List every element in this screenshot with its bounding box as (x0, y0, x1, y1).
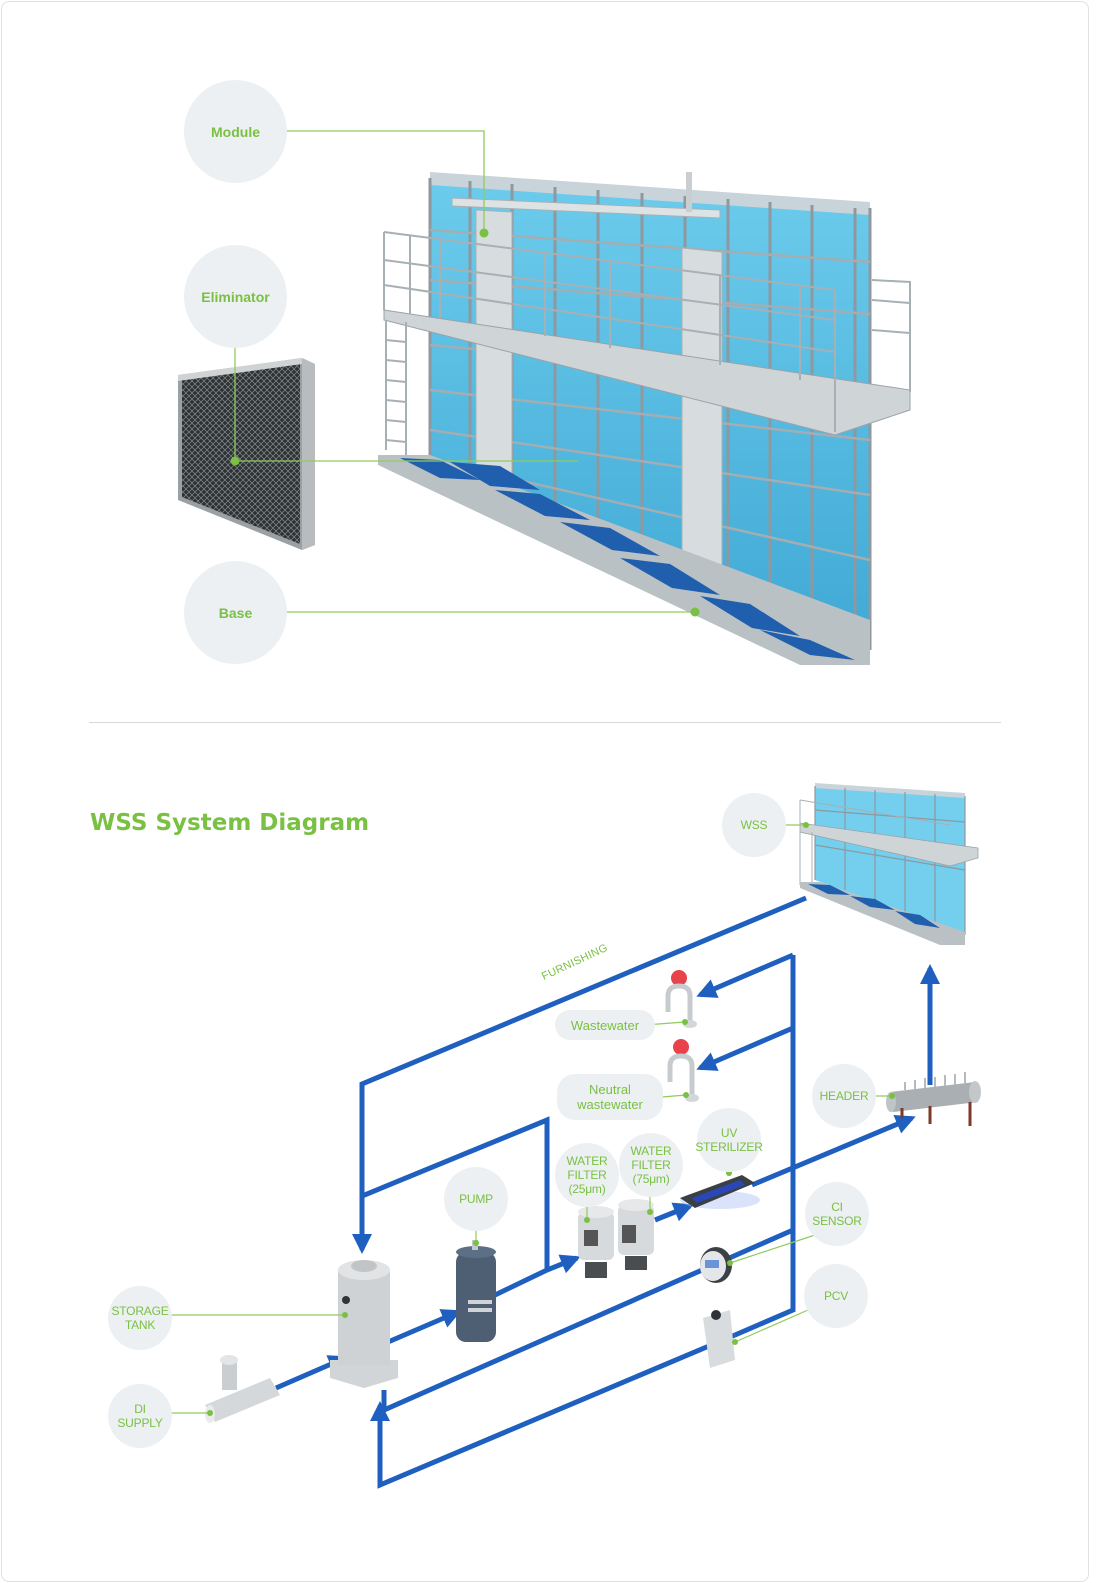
pump-callout-dot (473, 1240, 479, 1246)
section-divider (89, 722, 1001, 723)
pump (456, 1240, 496, 1342)
neutral-wastewater-label-pill: Neutral wastewater (557, 1074, 663, 1120)
pcv-label: PCV (823, 1289, 849, 1303)
eliminator-label: Eliminator (201, 288, 270, 305)
wss-mini-structure (799, 783, 979, 945)
pipe-to-wastewater (696, 952, 794, 998)
neutral-wastewater-callout-dot (683, 1092, 689, 1098)
ci-callout-dot (727, 1260, 733, 1266)
water-filter-25-label-bubble: WATER FILTER (25μm) (555, 1143, 619, 1207)
uv-sterilizer (680, 1175, 760, 1209)
pipe-network (275, 895, 940, 1489)
pipe-tank-to-pump (387, 1309, 462, 1345)
di-supply-fitting (205, 1355, 280, 1423)
wastewater-faucet (665, 970, 697, 1028)
ci-sensor-label-bubble: CI SENSOR (805, 1182, 869, 1246)
wss-module-structure (378, 172, 911, 665)
wss-label: WSS (740, 818, 768, 832)
module-callout-dot (479, 228, 489, 238)
header-label: HEADER (819, 1089, 869, 1103)
pipe-pump-to-filter (493, 1254, 581, 1298)
module-label-bubble: Module (184, 80, 287, 183)
pump-label: PUMP (459, 1192, 493, 1206)
water-filter-75-label-bubble: WATER FILTER (75μm) (619, 1133, 683, 1197)
filter25-callout-dot (584, 1217, 590, 1223)
diagram-title: WSS System Diagram (90, 810, 370, 836)
eliminator-callout-dot (230, 456, 240, 466)
pump-label-bubble: PUMP (444, 1167, 508, 1231)
pipe-uv-to-header (751, 1114, 916, 1188)
eliminator-label-bubble: Eliminator (184, 245, 287, 348)
wastewater-label-pill: Wastewater (555, 1010, 655, 1040)
wss-label-bubble: WSS (722, 793, 786, 857)
pipe-to-neutral-wastewater (696, 1025, 794, 1071)
storage-tank-label: STORAGE TANK (111, 1304, 169, 1332)
header-label-bubble: HEADER (812, 1064, 876, 1128)
wss-structure-illustration (178, 130, 911, 665)
storage-tank (330, 1260, 398, 1388)
pcv-valve (703, 1310, 735, 1368)
wastewater-label: Wastewater (570, 1017, 640, 1033)
water-filter-75-label: WATER FILTER (75μm) (630, 1144, 672, 1186)
storage-callout-dot (342, 1312, 348, 1318)
pipe-return-to-tank (370, 1332, 736, 1489)
eliminator-panel-image (178, 358, 315, 550)
di-callout-dot (207, 1410, 213, 1416)
di-supply-label: DI SUPPLY (117, 1402, 163, 1430)
neutral-wastewater-label: Neutral wastewater (577, 1082, 643, 1112)
wss-callout-dot (803, 822, 809, 828)
water-filter-25 (578, 1206, 614, 1278)
base-label: Base (218, 604, 253, 621)
ci-sensor-label: CI SENSOR (812, 1200, 862, 1228)
base-label-bubble: Base (184, 561, 287, 664)
water-filter-25-label: WATER FILTER (25μm) (566, 1154, 608, 1196)
pcv-label-bubble: PCV (804, 1264, 868, 1328)
pcv-callout-dot (732, 1339, 738, 1345)
uv-sterilizer-label: UV STERILIZER (695, 1126, 763, 1154)
filter75-callout-dot (647, 1209, 653, 1215)
water-filter-75 (618, 1199, 654, 1270)
storage-tank-label-bubble: STORAGE TANK (108, 1286, 172, 1350)
wastewater-callout-dot (682, 1019, 688, 1025)
module-label: Module (211, 123, 260, 140)
header-manifold (886, 1072, 981, 1126)
ci-sensor (700, 1247, 732, 1283)
header-callout-dot (889, 1093, 895, 1099)
base-callout-dot (690, 607, 700, 617)
uv-sterilizer-label-bubble: UV STERILIZER (695, 1108, 763, 1172)
di-supply-label-bubble: DI SUPPLY (108, 1384, 172, 1448)
